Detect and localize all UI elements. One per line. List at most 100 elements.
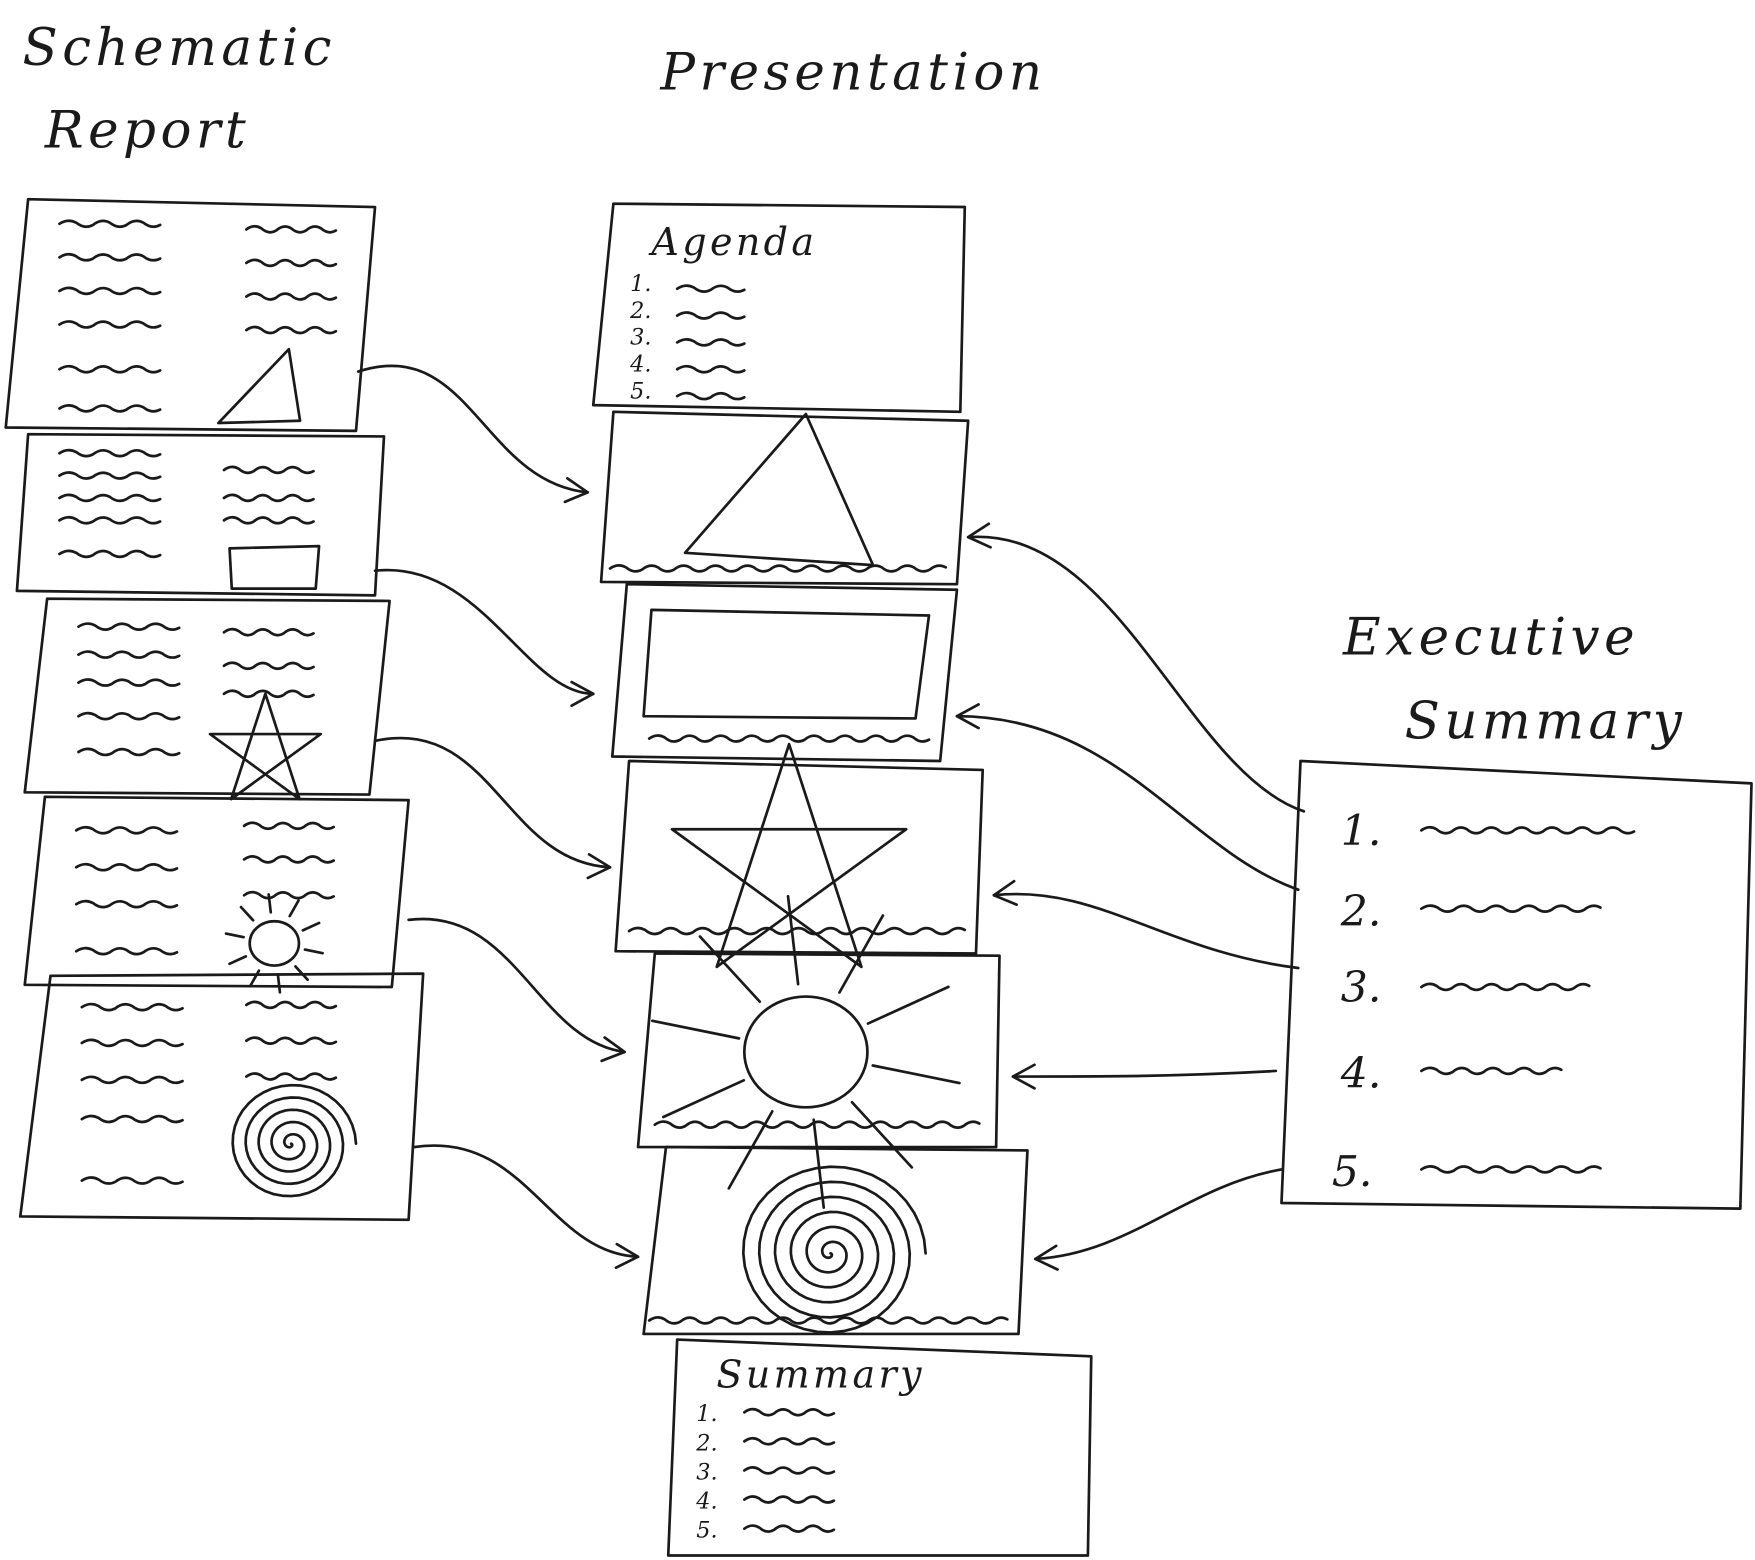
- arrow-line: [955, 714, 1300, 892]
- star-icon: [208, 692, 323, 801]
- text-squiggle: [244, 1072, 338, 1081]
- arrow-head: [614, 1242, 640, 1270]
- sun-ray: [224, 932, 245, 939]
- arrow-head: [600, 1036, 626, 1063]
- sun-ray: [698, 935, 762, 1003]
- text-squiggle: [242, 821, 335, 831]
- text-squiggle: [74, 899, 179, 909]
- arrow-head: [586, 853, 612, 880]
- caption-squiggle: [627, 926, 967, 936]
- agenda-squiggle: [675, 364, 746, 374]
- exec-squiggle: [1420, 1066, 1563, 1076]
- text-squiggle: [74, 825, 179, 835]
- agenda-item-4: 4.: [629, 352, 651, 378]
- text-squiggle: [80, 1075, 184, 1085]
- sun-icon: [224, 893, 324, 994]
- executive-summary: [1280, 759, 1753, 1210]
- text-squiggle: [222, 515, 315, 525]
- arrow-line: [992, 892, 1300, 970]
- exec-arrow-4: [1011, 1063, 1278, 1090]
- exec-arrow-3: [992, 879, 1300, 970]
- text-squiggle: [222, 493, 315, 503]
- text-squiggle: [244, 1036, 338, 1045]
- title-executive: Executive: [1342, 608, 1639, 668]
- text-squiggle: [242, 890, 335, 900]
- exec-squiggle: [1420, 825, 1636, 835]
- summary-squiggle: [742, 1466, 836, 1475]
- text-squiggle: [58, 404, 162, 413]
- slide-rectangle: [610, 582, 959, 763]
- text-squiggle: [244, 258, 338, 268]
- arrow-head: [1011, 1063, 1036, 1090]
- report-page-4: [23, 795, 410, 989]
- arrow-line: [1033, 1168, 1283, 1261]
- sun-ray: [786, 894, 800, 986]
- arrow-spiral: [412, 1144, 640, 1270]
- exec-item-4: 4.: [1340, 1050, 1382, 1099]
- text-squiggle: [80, 1038, 184, 1048]
- text-squiggle: [58, 549, 162, 559]
- slide-triangle: [599, 410, 970, 586]
- arrow-line: [356, 364, 590, 494]
- exec-squiggle: [1420, 904, 1602, 913]
- title-summary: Summary: [1405, 692, 1687, 752]
- sun-ray: [812, 1118, 826, 1209]
- page-border: [15, 432, 386, 597]
- agenda-squiggle: [675, 338, 746, 347]
- sun-ray: [248, 969, 261, 988]
- rectangle-icon: [642, 608, 931, 720]
- text-squiggle: [58, 448, 162, 458]
- arrow-line: [373, 568, 595, 696]
- agenda-item-1: 1.: [630, 271, 651, 297]
- report-page-1: [4, 197, 377, 433]
- summary-squiggle: [742, 1495, 836, 1504]
- agenda-item-5: 5.: [630, 378, 651, 404]
- exec-squiggle: [1420, 982, 1591, 992]
- sun-icon: [650, 894, 961, 1209]
- arrow-line: [966, 535, 1306, 813]
- text-squiggle: [242, 855, 335, 864]
- sun-ray: [276, 973, 282, 994]
- text-squiggle: [77, 747, 181, 757]
- agenda-item-3: 3.: [630, 325, 651, 351]
- report-page-5: [18, 972, 425, 1222]
- text-squiggle: [74, 946, 179, 956]
- slide-spiral: [642, 1145, 1029, 1336]
- text-squiggle: [77, 711, 181, 721]
- text-squiggle: [222, 627, 315, 637]
- summary-slide-item-3: 3.: [696, 1459, 717, 1485]
- arrow-line: [407, 917, 626, 1054]
- sun-circle: [742, 995, 869, 1109]
- summary-squiggle: [742, 1524, 836, 1533]
- sun-ray: [228, 955, 248, 966]
- arrow-sun: [407, 917, 626, 1063]
- page-border: [23, 795, 410, 989]
- text-squiggle: [244, 325, 338, 335]
- exec-arrow-2: [955, 703, 1300, 892]
- slide-agenda: [591, 202, 967, 414]
- exec-arrow-1: [966, 522, 1306, 813]
- sun-ray: [288, 899, 300, 918]
- page-border: [23, 597, 391, 796]
- text-squiggle: [58, 471, 162, 480]
- arrow-head: [955, 703, 980, 730]
- sun-ray: [838, 914, 885, 994]
- caption-squiggle: [647, 1316, 1009, 1325]
- caption-squiggle: [647, 734, 931, 743]
- summary-slide-heading: Summary: [716, 1353, 925, 1397]
- arrow-rectangle: [373, 568, 595, 707]
- sun-circle: [248, 919, 301, 967]
- text-squiggle: [58, 320, 162, 329]
- arrows: [356, 364, 1306, 1271]
- text-squiggle: [58, 286, 162, 296]
- arrow-triangle: [356, 364, 590, 504]
- title-schematic: Schematic: [23, 18, 336, 78]
- agenda-item-2: 2.: [629, 298, 651, 324]
- title-presentation: Presentation: [659, 43, 1046, 103]
- text-squiggle: [222, 465, 315, 475]
- caption-squiggle: [608, 564, 948, 573]
- text-squiggle: [58, 252, 162, 262]
- page-border: [4, 197, 377, 433]
- report-page-2: [15, 432, 386, 597]
